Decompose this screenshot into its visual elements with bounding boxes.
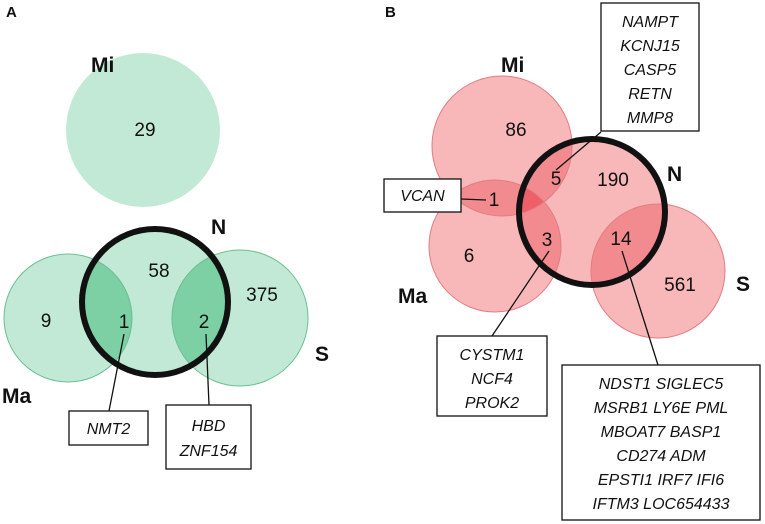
panel-a-mi-count: 29 [134, 120, 155, 141]
panel-a-ma-n-leader [108, 333, 125, 412]
panel-b-mi-n-overlap [519, 139, 572, 216]
panel-b-n-s-gene: MBOAT7 BASP1 [601, 424, 722, 441]
panel-b-ma-n-gene: NCF4 [471, 371, 513, 388]
panel-a-n-s-gene: ZNF154 [179, 443, 238, 460]
panel-b-n-count: 190 [597, 170, 629, 191]
panel-b-ma-n-count: 3 [542, 230, 553, 251]
panel-b-s-label: S [736, 273, 750, 296]
panel-b-mi-n-count: 5 [551, 169, 562, 190]
panel-b-n-s-gene: IFTM3 LOC654433 [593, 496, 730, 513]
panel-b-ma-label: Ma [398, 285, 427, 308]
panel-a-ma-count: 9 [41, 311, 52, 332]
panel-a-n-ring [79, 226, 231, 378]
panel-b-mi-ma-gene: VCAN [400, 188, 445, 205]
panel-b-n-label: N [667, 163, 682, 186]
panel-a-n-s-count: 2 [199, 312, 210, 333]
panel-a-ma-n-count: 1 [119, 312, 130, 333]
panel-b-n-s-gene: EPSTI1 IRF7 IFI6 [598, 472, 724, 489]
panel-a-mi-label: Mi [91, 54, 114, 77]
panel-b-ma-n-gene-box [436, 335, 548, 417]
panel-b-mi-ma-count: 1 [489, 190, 500, 211]
panel-b-s-outline [590, 203, 726, 339]
panel-a-ma-label: Ma [2, 385, 31, 408]
panel-b-n-s-count: 14 [610, 229, 632, 250]
panel-b-n-s-gene: MSRB1 LY6E PML [594, 400, 729, 417]
panel-a: A Mi 29 N Ma S 58 9 375 1 2 NMT2 HBD ZNF… [2, 4, 329, 470]
panel-a-n-count: 58 [148, 261, 169, 282]
panel-b-letter: B [385, 4, 396, 21]
panel-b-ma-n-overlap [519, 180, 561, 285]
panel-a-ma-n-gene: NMT2 [87, 421, 131, 438]
panel-a-n-s-gene: HBD [192, 418, 226, 435]
panel-b-ma-count: 6 [464, 246, 475, 267]
panel-a-mi-circle [66, 53, 220, 207]
panel-b-n-s-gene: CD274 ADM [616, 448, 706, 465]
panel-b-mi-n-leader [555, 131, 602, 171]
panel-b-ma-n-gene: CYSTM1 [460, 347, 525, 364]
panel-a-ma-outline [3, 253, 133, 383]
panel-a-n-s-gene-box [165, 404, 252, 470]
panel-a-ma-n-gene-box [68, 410, 149, 446]
panel-a-s-count: 375 [246, 285, 278, 306]
panel-b-ma-n-leader [491, 250, 550, 337]
panel-b-ma-n-gene: PROK2 [465, 395, 519, 412]
panel-a-s-label: S [315, 343, 329, 366]
panel-b-mi-count: 86 [505, 120, 526, 141]
panel-a-n-label: N [211, 216, 226, 239]
panel-a-s-outline [171, 249, 309, 387]
panel-b-mi-n-gene: KCNJ15 [620, 38, 680, 55]
panel-a-letter: A [6, 4, 17, 21]
panel-b-mi-ma-gene-box [383, 178, 462, 213]
panel-b-n-s-leader [621, 250, 659, 366]
panel-b-mi-n-gene: CASP5 [624, 62, 677, 79]
panel-b-n-s-gene-box [561, 364, 761, 521]
panel-b-mi-n-gene: MMP8 [627, 110, 673, 127]
panel-a-n-s-leader [205, 333, 210, 406]
panel-b-s-count: 561 [664, 275, 696, 296]
panel-b-mi-label: Mi [501, 54, 524, 77]
panel-b-mi-outline [431, 75, 573, 217]
panel-b: B Mi N Ma S 86 1 5 190 6 3 14 561 [383, 2, 761, 521]
panel-b-mi-ma-leader [460, 198, 487, 201]
panel-b-n-s-gene: NDST1 SIGLEC5 [599, 376, 724, 393]
panel-b-mi-n-gene: RETN [628, 86, 672, 103]
panel-b-mi-n-gene-box [600, 2, 700, 132]
panel-b-mi-n-gene: NAMPT [622, 14, 679, 31]
panel-b-ma-outline [428, 179, 562, 313]
